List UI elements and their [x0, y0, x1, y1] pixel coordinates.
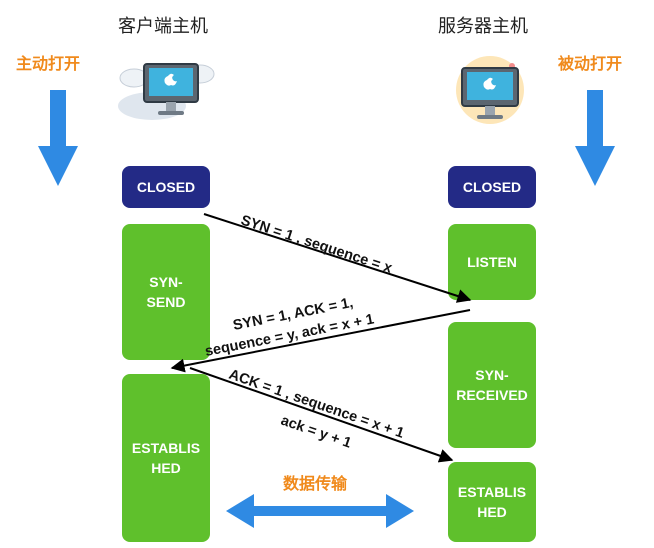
ack-arrow — [189, 367, 454, 463]
syn-label: SYN = 1 , sequence = x — [239, 213, 394, 277]
client-down-arrow-icon — [38, 90, 78, 186]
client-closed-state: CLOSED — [122, 166, 210, 208]
server-computer-icon — [456, 56, 524, 124]
syn-arrow — [203, 213, 472, 303]
data-transfer-label: 数据传输 — [283, 474, 348, 493]
client-computer-icon — [118, 63, 215, 120]
server-syn-received-state: SYN- RECEIVED — [448, 322, 536, 448]
client-host-title: 客户端主机 — [118, 16, 208, 37]
server-down-arrow-icon — [575, 90, 615, 186]
syn-ack-arrow — [170, 309, 471, 373]
client-established-state: ESTABLIS HED — [122, 374, 210, 542]
passive-open-label: 被动打开 — [558, 54, 623, 73]
data-transfer-arrow-icon — [226, 494, 414, 528]
active-open-label: 主动打开 — [16, 54, 81, 73]
server-host-title: 服务器主机 — [438, 16, 528, 37]
server-listen-state: LISTEN — [448, 224, 536, 300]
client-syn-send-state: SYN- SEND — [122, 224, 210, 360]
server-closed-state: CLOSED — [448, 166, 536, 208]
server-established-state: ESTABLIS HED — [448, 462, 536, 542]
